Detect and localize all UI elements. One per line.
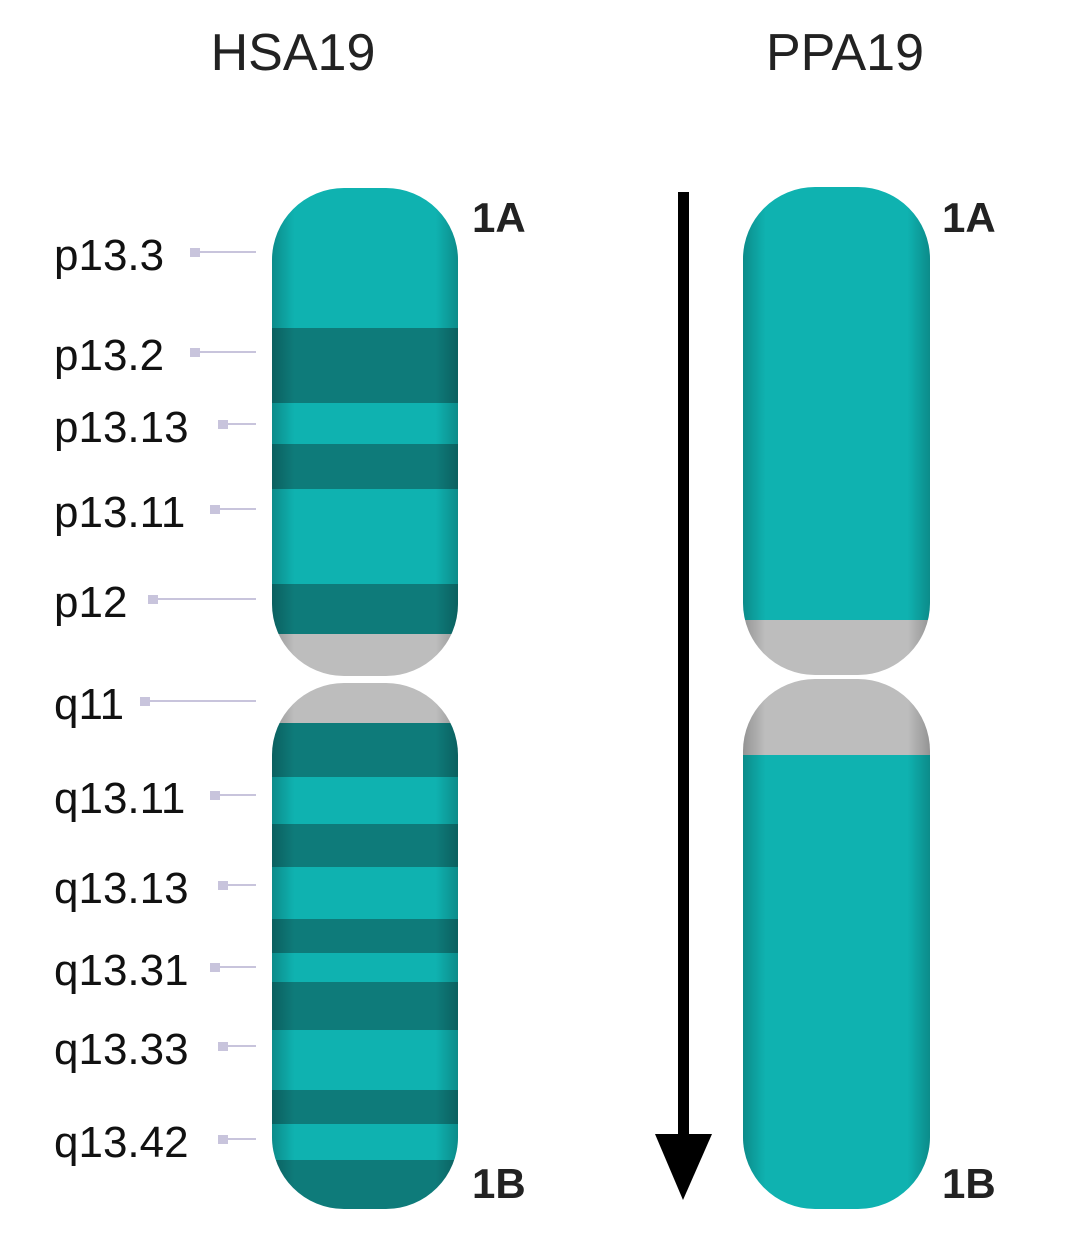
ppa19-bottom-label: 1B: [942, 1160, 996, 1207]
svg-text:p13.3: p13.3: [54, 231, 164, 280]
ppa19-p-arm: [743, 187, 930, 675]
label-p13-11: p13.11: [54, 488, 256, 537]
label-q11: q11: [54, 680, 256, 729]
svg-text:q13.11: q13.11: [54, 774, 185, 823]
svg-text:q11: q11: [54, 680, 124, 729]
hsa19-p-arm: [272, 188, 458, 676]
label-q13-11: q13.11: [54, 774, 256, 823]
hsa19-bottom-label: 1B: [472, 1160, 526, 1207]
svg-text:p13.13: p13.13: [54, 403, 189, 452]
svg-text:q13.42: q13.42: [54, 1118, 189, 1167]
label-q13-13: q13.13: [54, 864, 256, 913]
svg-text:p13.2: p13.2: [54, 331, 164, 380]
label-p12: p12: [54, 578, 256, 627]
svg-text:q13.13: q13.13: [54, 864, 189, 913]
hsa19-title: HSA19: [211, 24, 376, 82]
ppa19-title: PPA19: [766, 24, 924, 82]
label-q13-31: q13.31: [54, 946, 256, 995]
label-p13-3: p13.3: [54, 231, 256, 280]
label-q13-42: q13.42: [54, 1118, 256, 1167]
hsa19-chromosome: [272, 188, 458, 1209]
svg-text:q13.31: q13.31: [54, 946, 189, 995]
ppa19-top-label: 1A: [942, 194, 996, 241]
label-q13-33: q13.33: [54, 1025, 256, 1074]
label-p13-2: p13.2: [54, 331, 256, 380]
label-p13-13: p13.13: [54, 403, 256, 452]
ppa19-q-arm: [743, 679, 930, 1209]
svg-text:p12: p12: [54, 578, 127, 627]
svg-text:q13.33: q13.33: [54, 1025, 189, 1074]
svg-text:p13.11: p13.11: [54, 488, 185, 537]
hsa19-q-arm: [272, 683, 458, 1209]
orientation-arrow: [655, 192, 712, 1200]
hsa19-top-label: 1A: [472, 194, 526, 241]
hsa19-band-labels: p13.3 p13.2 p13.13 p13.11 p12 q11: [54, 231, 256, 1167]
ppa19-chromosome: [743, 187, 930, 1209]
